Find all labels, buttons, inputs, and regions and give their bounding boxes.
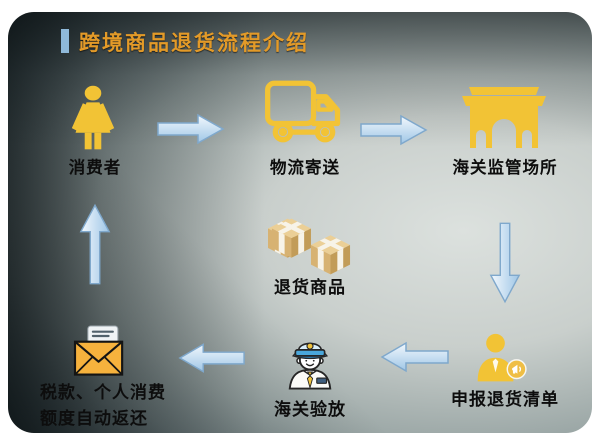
consumer-label: 消费者	[68, 159, 122, 177]
person-announce-icon	[472, 332, 532, 382]
gradient-panel: 跨境商品退货流程介绍 消费者	[8, 12, 592, 433]
arrow-refund-to-consumer	[78, 202, 112, 286]
arrow-customs-site-to-declare	[488, 220, 522, 306]
customs-officer-icon	[280, 324, 340, 396]
delivery-truck-icon	[260, 77, 348, 147]
customs-release-label: 海关验放	[274, 400, 346, 419]
returned-goods-label: 退货商品	[274, 278, 346, 297]
arrow-declare-to-release	[378, 340, 450, 374]
envelope-icon	[70, 320, 130, 382]
woman-icon	[58, 82, 128, 154]
refund-label-line1: 税款、个人消费	[40, 383, 166, 402]
arrow-release-to-refund	[176, 341, 246, 375]
arrow-consumer-to-logistics	[156, 112, 226, 146]
refund-label-line2: 额度自动返还	[40, 409, 148, 428]
title-accent-bar	[61, 29, 69, 53]
arrow-logistics-to-customs-site	[358, 113, 430, 147]
parcel-boxes-icon	[268, 218, 352, 276]
customs-gate-icon	[456, 85, 552, 151]
logistics-label: 物流寄送	[270, 159, 340, 177]
customs-site-label: 海关监管场所	[452, 159, 558, 177]
declare-list-label: 申报退货清单	[451, 390, 559, 409]
page-title: 跨境商品退货流程介绍	[79, 32, 309, 55]
